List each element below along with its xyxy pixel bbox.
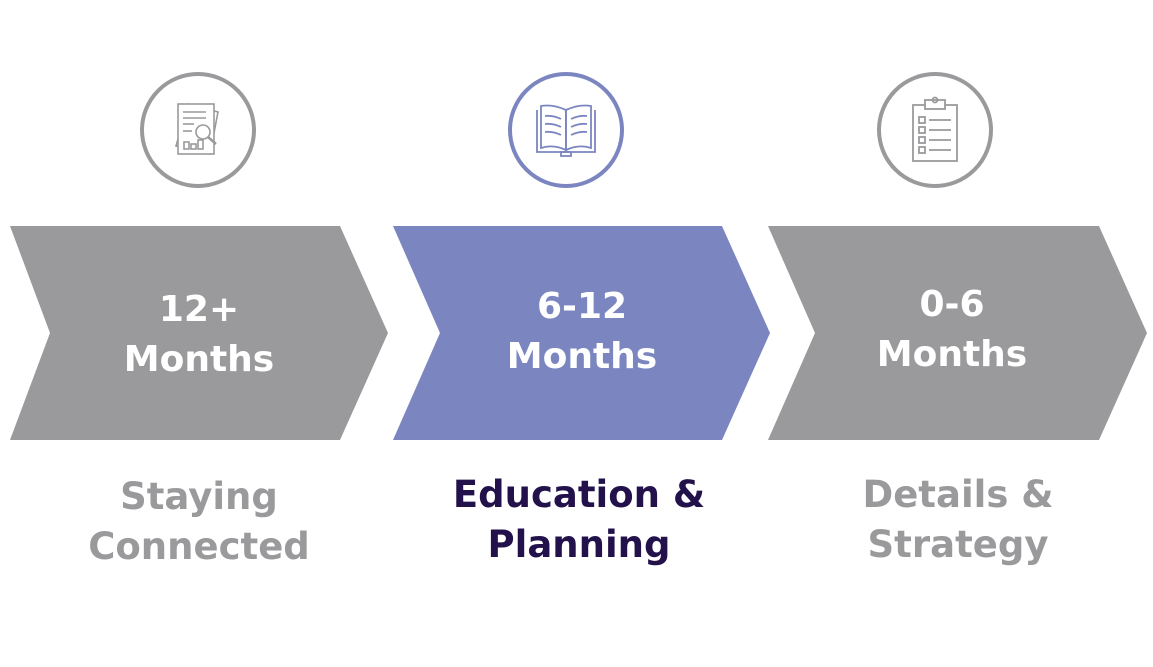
stage-2-icon-circle [508, 72, 624, 188]
stage-3-period-line2: Months [876, 334, 1028, 375]
chevron-stage-2 [393, 226, 770, 440]
stage-2-period: 6-12 Months [432, 282, 732, 382]
stage-3-icon-circle [877, 72, 993, 188]
stage-1-label: Staying Connected [29, 472, 369, 572]
stage-1-period-line2: Months [123, 339, 275, 380]
stage-2-period-line1: 6-12 [536, 286, 628, 327]
stage-2-label-line2: Planning [487, 523, 671, 566]
open-book-icon [536, 104, 596, 157]
stage-1-icon-circle [140, 72, 256, 188]
chevron-stage-3 [768, 226, 1147, 440]
stage-2-period-line2: Months [506, 336, 658, 377]
stage-1-label-line1: Staying [120, 475, 278, 518]
stage-1-period: 12+ Months [49, 285, 349, 385]
report-magnifier-icon [175, 103, 219, 155]
stage-1-period-line1: 12+ [158, 289, 240, 330]
stage-2-label: Education & Planning [409, 470, 749, 570]
chevron-stage-1 [10, 226, 388, 440]
stage-3-period-line1: 0-6 [919, 284, 985, 325]
stage-3-label-line1: Details & [862, 473, 1054, 516]
stage-2-label-line1: Education & [452, 473, 706, 516]
clipboard-checklist-icon [912, 96, 958, 162]
stage-3-period: 0-6 Months [802, 280, 1102, 380]
stage-1-label-line2: Connected [88, 525, 310, 568]
stage-3-label-line2: Strategy [867, 523, 1049, 566]
stage-3-label: Details & Strategy [788, 470, 1128, 570]
